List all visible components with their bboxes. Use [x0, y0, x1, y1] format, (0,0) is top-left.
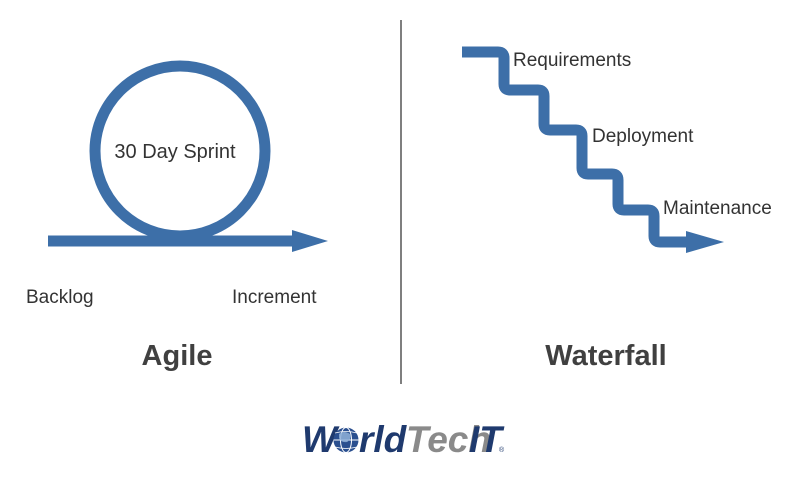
agile-title: Agile [142, 340, 213, 372]
worldtech-logo: W rld Tech IT ® [302, 419, 505, 460]
increment-label: Increment [232, 287, 317, 308]
agile-arrow-head [292, 230, 328, 252]
logo-it: IT [469, 419, 505, 460]
waterfall-arrow-head [686, 231, 724, 253]
logo-registered-mark: ® [499, 446, 505, 454]
waterfall-step-line [462, 46, 690, 248]
step-requirements-label: Requirements [513, 50, 631, 71]
step-deployment-label: Deployment [592, 126, 694, 147]
backlog-label: Backlog [26, 287, 94, 308]
waterfall-title: Waterfall [545, 340, 666, 372]
globe-icon [333, 427, 359, 453]
logo-tech: Tech [406, 419, 491, 460]
logo-rld: rld [359, 419, 408, 460]
waterfall-section: Requirements Deployment Maintenance Wate… [462, 46, 772, 372]
step-maintenance-label: Maintenance [663, 198, 772, 219]
sprint-label: 30 Day Sprint [114, 141, 236, 163]
agile-section: 30 Day Sprint Backlog Increment Agile [26, 60, 328, 372]
